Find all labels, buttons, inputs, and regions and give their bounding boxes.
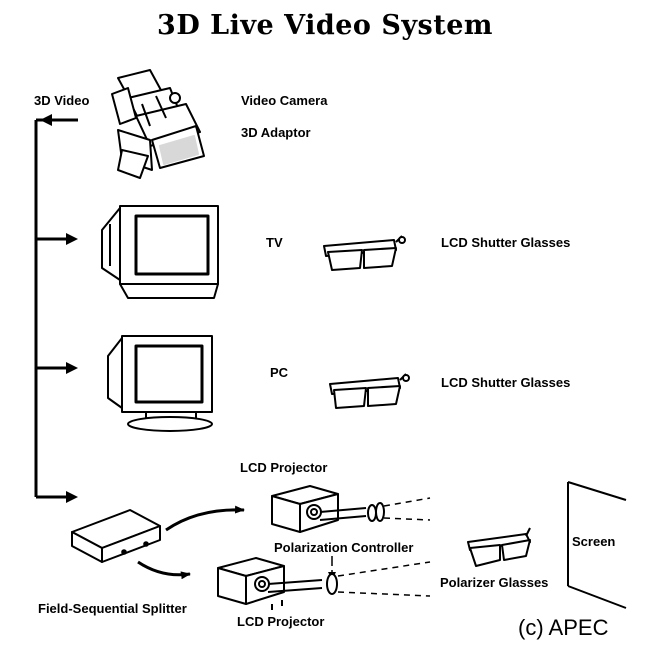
label-screen: Screen (572, 534, 616, 549)
label-video-camera: Video Camera (241, 93, 328, 108)
lcd-projector-icon (217, 557, 323, 610)
tv-icon (101, 205, 219, 299)
label-tv-shutter-glasses: LCD Shutter Glasses (441, 235, 571, 250)
polarizer-filter-icon (326, 573, 338, 595)
screen-icon (567, 481, 627, 609)
arrow-splitter-to-bottom-projector (137, 560, 191, 580)
shutter-glasses-icon (323, 235, 406, 271)
polarizer-glasses-icon (467, 527, 531, 567)
label-3d-video: 3D Video (34, 93, 90, 108)
label-pc: PC (270, 365, 289, 380)
label-pc-shutter-glasses: LCD Shutter Glasses (441, 375, 571, 390)
diagram-title: 3D Live Video System (157, 10, 493, 41)
arrow-to-splitter (66, 491, 78, 503)
arrow-to-pc (66, 362, 78, 374)
label-lcd-projector-top: LCD Projector (240, 460, 328, 475)
label-3d-adaptor: 3D Adaptor (241, 125, 311, 140)
arrow-to-bus (40, 114, 52, 126)
lcd-projector-icon (271, 485, 367, 533)
video-camera-icon (111, 69, 205, 179)
arrow-to-tv (66, 233, 78, 245)
label-tv: TV (266, 235, 283, 250)
label-field-sequential-splitter: Field-Sequential Splitter (38, 601, 187, 616)
arrow-splitter-to-top-projector (165, 505, 245, 532)
pc-monitor-icon (107, 335, 213, 432)
copyright-notice: (c) APEC (518, 615, 609, 640)
label-lcd-projector-bottom: LCD Projector (237, 614, 325, 629)
projection-beam-top (383, 497, 431, 521)
splitter-box-icon (71, 509, 161, 563)
projection-beam-bottom (337, 561, 431, 597)
label-polarization-controller: Polarization Controller (274, 540, 414, 555)
shutter-glasses-icon (329, 373, 410, 409)
polarizer-filter-icon (367, 502, 385, 522)
signal-bus (34, 118, 78, 499)
label-polarizer-glasses: Polarizer Glasses (440, 575, 549, 590)
